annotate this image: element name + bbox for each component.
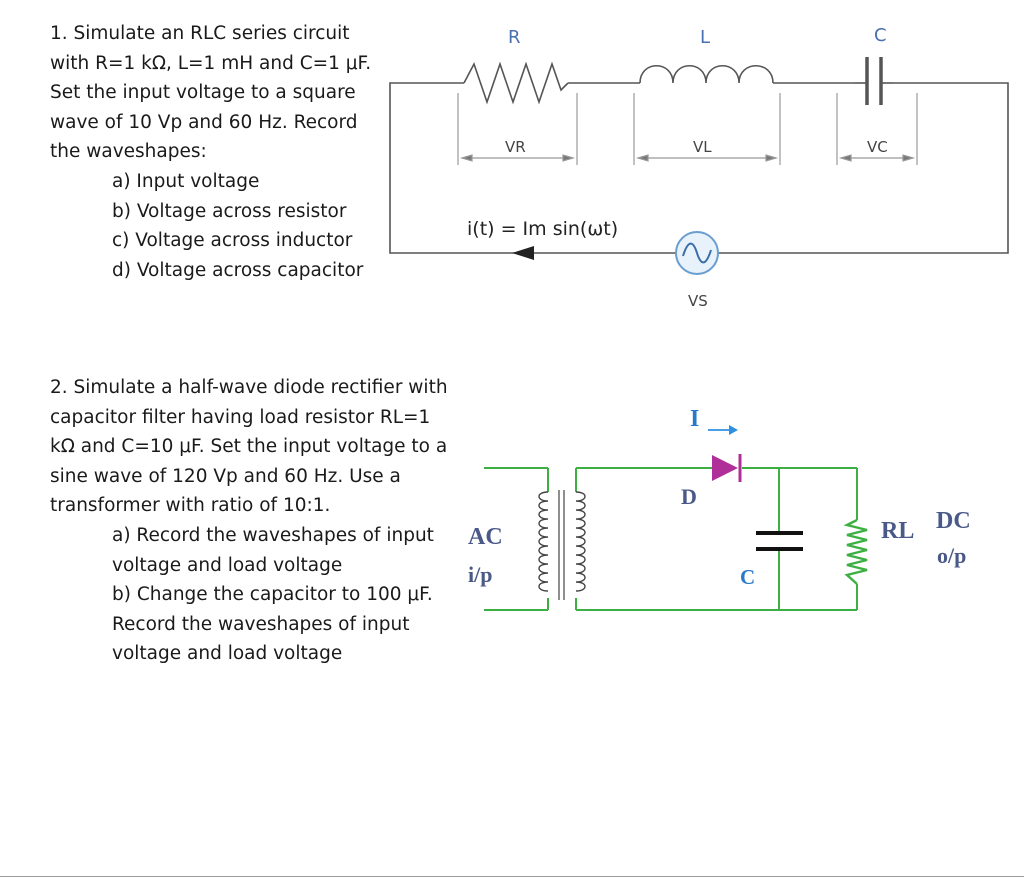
label-vr: VR	[505, 138, 526, 156]
task-1-item-c: c) Voltage across inductor	[112, 230, 353, 252]
inductor-symbol	[639, 65, 774, 84]
task-2-item-b: b) Change the capacitor to 100 μF. Recor…	[112, 584, 433, 665]
label-l: L	[700, 27, 710, 48]
label-output: o/p	[937, 543, 966, 568]
task-1-item-a: a) Input voltage	[112, 170, 260, 192]
task-1-item-b: b) Voltage across resistor	[112, 200, 347, 222]
task-1-item-d: d) Voltage across capacitor	[112, 259, 364, 281]
page-bottom-border	[0, 876, 1024, 877]
label-dc: DC	[936, 508, 971, 534]
label-load-resistor: RL	[881, 518, 914, 544]
label-c: C	[874, 25, 887, 46]
label-input: i/p	[468, 562, 492, 587]
label-vl: VL	[693, 138, 712, 156]
capacitor-symbol	[855, 57, 893, 105]
label-diode: D	[681, 484, 697, 509]
task-2: 2. Simulate a half-wave diode rectifier …	[50, 373, 460, 669]
diode-symbol	[712, 454, 742, 482]
resistor-symbol	[463, 61, 569, 105]
current-arrow-icon	[512, 246, 534, 260]
task-1: 1. Simulate an RLC series circuit with R…	[50, 19, 385, 285]
label-current-expression: i(t) = Im sin(ωt)	[467, 218, 618, 240]
load-resistor-symbol	[843, 518, 868, 585]
filter-capacitor-symbol	[756, 531, 803, 551]
label-vs: VS	[688, 292, 708, 310]
task-2-item-a: a) Record the waveshapes of input voltag…	[112, 524, 434, 576]
ac-source-icon	[675, 231, 719, 275]
voltage-markers	[457, 93, 918, 165]
task-2-text: 2. Simulate a half-wave diode rectifier …	[50, 377, 448, 517]
label-r: R	[508, 27, 521, 48]
rectifier-circuit	[484, 467, 858, 611]
label-vc: VC	[867, 138, 888, 156]
label-ac: AC	[468, 524, 503, 550]
transformer-symbol	[538, 490, 586, 600]
label-filter-capacitor: C	[740, 565, 755, 589]
task-1-text: 1. Simulate an RLC series circuit with R…	[50, 23, 372, 163]
label-current-i: I	[690, 406, 699, 432]
current-direction-arrow-icon	[708, 425, 738, 435]
